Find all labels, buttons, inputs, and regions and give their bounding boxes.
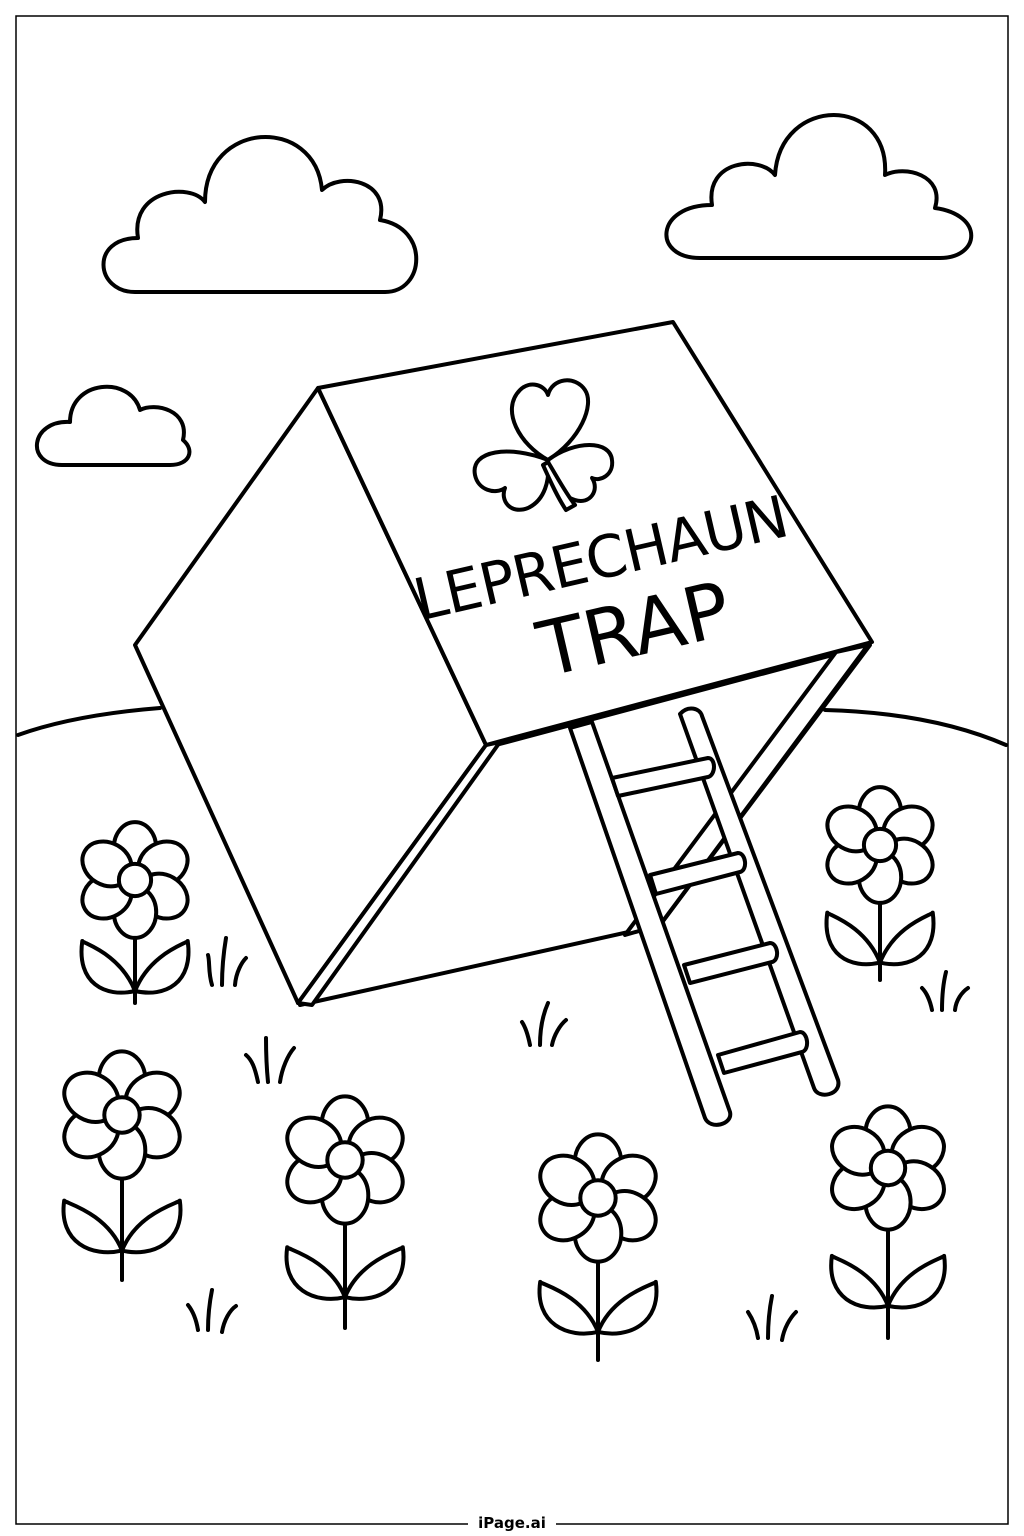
flower-leaf-left [537, 1279, 600, 1336]
flower-center [325, 1140, 365, 1180]
grass-tuft [186, 1288, 238, 1334]
ladder-rung-3 [682, 941, 779, 985]
flower-center [102, 1095, 142, 1135]
leprechaun-trap-box [133, 320, 874, 1007]
flower-leaf-left [79, 938, 137, 995]
flower [284, 1094, 406, 1330]
cloud-large-right [664, 113, 974, 260]
flower [829, 1104, 947, 1340]
ladder-rung-2 [648, 851, 747, 896]
grass-tuft [920, 970, 970, 1012]
ladder-rung-1 [610, 756, 716, 798]
flower-leaf-left [824, 910, 882, 967]
flower [824, 785, 936, 982]
flower-group [61, 785, 947, 1362]
ladder-rail-left [568, 720, 733, 1127]
flower-leaf-left [284, 1245, 347, 1301]
cloud-large-left [101, 134, 419, 294]
shamrock-icon [472, 378, 615, 512]
ladder-rung-4 [716, 1030, 809, 1075]
flower-leaf-right [343, 1245, 406, 1301]
flower-leaf-right [120, 1198, 183, 1255]
flower-leaf-right [886, 1253, 947, 1310]
flower-center [578, 1178, 618, 1218]
flower-leaf-left [61, 1198, 124, 1255]
grass-tuft [746, 1294, 798, 1342]
ladder [568, 706, 841, 1127]
grass-tuft [520, 1001, 568, 1047]
box-sign-face [316, 320, 874, 747]
grass-tuft [244, 1036, 296, 1084]
footer-brand-label: iPage.ai [468, 1514, 556, 1532]
flower-center [868, 1148, 908, 1188]
flower-leaf-right [596, 1279, 659, 1336]
flower-leaf-left [829, 1253, 890, 1310]
hill-horizon-right [823, 708, 1008, 747]
cloud-small-left [35, 384, 192, 467]
flower [79, 820, 191, 1005]
grass-tuft [206, 936, 248, 987]
flower-center [861, 826, 899, 864]
grass-tufts [186, 936, 970, 1342]
flower-leaf-right [878, 910, 936, 967]
flower [537, 1132, 659, 1362]
ladder-rail-right [678, 706, 841, 1097]
footer: iPage.ai [0, 1510, 1024, 1536]
flower-leaf-right [133, 938, 191, 995]
flower-center [116, 861, 154, 899]
flower [61, 1049, 183, 1282]
hill-horizon-left [16, 706, 162, 737]
